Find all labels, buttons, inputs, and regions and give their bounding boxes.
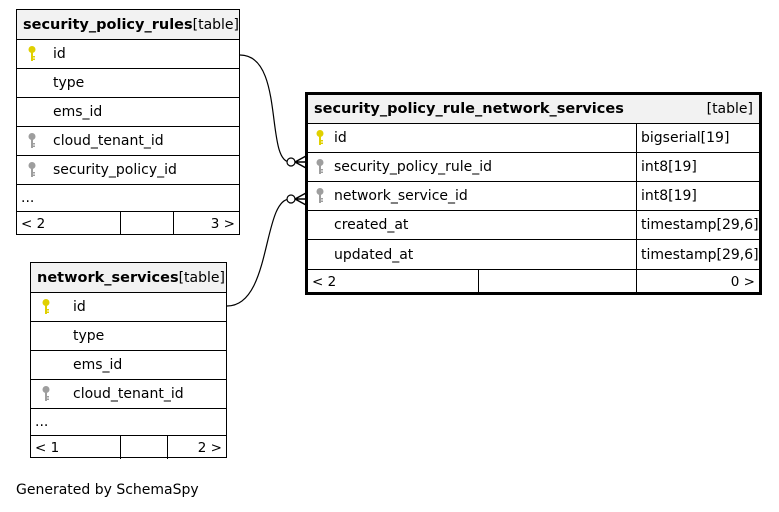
table-footer: < 1 2 >	[31, 435, 226, 459]
column-type: int8[19]	[636, 182, 759, 210]
foreign-key-icon	[31, 385, 61, 403]
foreign-key-icon	[17, 132, 47, 150]
column-list: id type ems_id cloud_tenant_id ...	[31, 293, 226, 435]
column-type: timestamp[29,6]	[636, 240, 759, 269]
column-row[interactable]: security_policy_id	[17, 156, 239, 185]
column-name: ems_id	[73, 357, 123, 373]
column-name: security_policy_rule_id	[334, 159, 493, 175]
column-list: id bigserial[19] security_policy_rule_id…	[308, 124, 759, 269]
relationship-line-rules	[239, 54, 291, 163]
column-type: int8[19]	[636, 153, 759, 181]
table-name: security_policy_rules	[23, 16, 193, 33]
table-tag: [table]	[706, 101, 753, 117]
table-tag: [table]	[178, 269, 225, 286]
column-row[interactable]: ems_id	[17, 98, 239, 127]
column-type: timestamp[29,6]	[636, 211, 759, 239]
children-count[interactable]: 2 >	[167, 436, 226, 459]
column-row[interactable]: network_service_id int8[19]	[308, 182, 759, 211]
column-name: id	[334, 130, 347, 146]
column-row[interactable]: type	[17, 69, 239, 98]
column-name: cloud_tenant_id	[73, 386, 184, 402]
column-name: id	[73, 299, 86, 315]
primary-key-icon	[308, 129, 332, 147]
parents-count[interactable]: < 2	[21, 215, 46, 232]
children-count[interactable]: 3 >	[173, 212, 239, 235]
table-network-services[interactable]: network_services [table] id type ems_id …	[30, 262, 227, 459]
children-count[interactable]: 0 >	[636, 270, 759, 293]
relationship-crowfoot	[294, 192, 307, 206]
table-name: security_policy_rule_network_services	[314, 101, 624, 117]
primary-key-icon	[31, 298, 61, 316]
column-name: id	[53, 46, 66, 62]
table-tag: [table]	[192, 16, 240, 33]
column-name: cloud_tenant_id	[53, 133, 164, 149]
table-name: network_services	[37, 269, 179, 286]
column-row[interactable]: cloud_tenant_id	[17, 127, 239, 156]
table-header: security_policy_rules [table]	[17, 10, 239, 40]
column-list: id type ems_id cloud_tenant_id security_…	[17, 40, 239, 211]
column-row[interactable]: cloud_tenant_id	[31, 380, 226, 409]
table-security-policy-rules[interactable]: security_policy_rules [table] id type em…	[16, 9, 240, 235]
primary-key-icon	[17, 45, 47, 63]
table-header: security_policy_rule_network_services [t…	[308, 95, 759, 124]
column-name: security_policy_id	[53, 162, 177, 178]
foreign-key-icon	[308, 187, 332, 205]
column-name: updated_at	[334, 246, 414, 263]
table-footer: < 2 3 >	[17, 211, 239, 235]
parents-count[interactable]: < 2	[312, 273, 337, 290]
relationship-crowfoot	[294, 155, 307, 169]
column-row[interactable]: security_policy_rule_id int8[19]	[308, 153, 759, 182]
column-row[interactable]: id	[31, 293, 226, 322]
relationship-optional-marker	[286, 157, 296, 167]
foreign-key-icon	[17, 161, 47, 179]
column-name: ems_id	[53, 104, 103, 120]
parents-count[interactable]: < 1	[35, 439, 60, 456]
column-row[interactable]: created_at timestamp[29,6]	[308, 211, 759, 240]
column-row[interactable]: type	[31, 322, 226, 351]
generated-by-label: Generated by SchemaSpy	[16, 482, 199, 498]
column-row[interactable]: id	[17, 40, 239, 69]
column-row[interactable]: updated_at timestamp[29,6]	[308, 240, 759, 269]
more-columns-ellipsis: ...	[35, 414, 49, 430]
foreign-key-icon	[308, 158, 332, 176]
column-name: type	[53, 75, 85, 91]
table-security-policy-rule-network-services[interactable]: security_policy_rule_network_services [t…	[305, 92, 762, 295]
column-name: created_at	[334, 217, 409, 233]
column-name: type	[73, 328, 105, 344]
column-row[interactable]: ems_id	[31, 351, 226, 380]
column-row[interactable]: id bigserial[19]	[308, 124, 759, 153]
relationship-optional-marker	[286, 194, 296, 204]
table-footer: < 2 0 >	[308, 269, 759, 293]
relationship-line-services	[226, 198, 291, 307]
table-header: network_services [table]	[31, 263, 226, 293]
more-columns-ellipsis: ...	[21, 190, 35, 206]
column-name: network_service_id	[334, 188, 468, 204]
column-type: bigserial[19]	[636, 124, 759, 152]
